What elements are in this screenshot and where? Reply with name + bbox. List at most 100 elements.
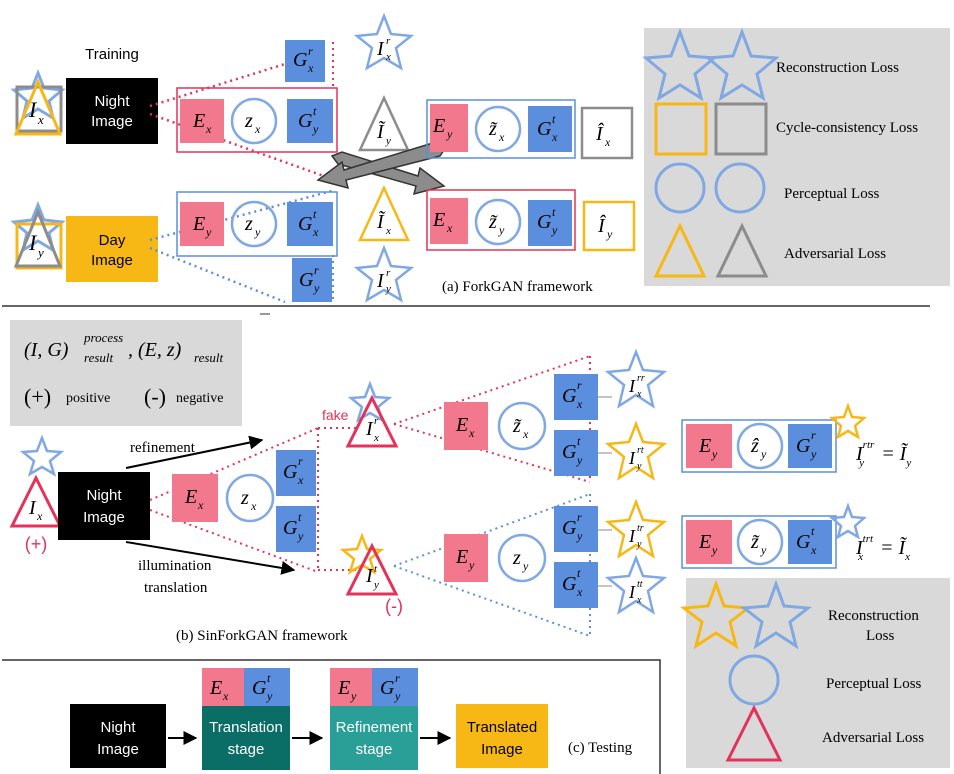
svg-text:G: G — [299, 269, 314, 291]
generator-gry-b2 — [554, 506, 598, 552]
encoder-group-top — [176, 87, 338, 153]
translated-image-box — [456, 704, 548, 768]
iy-square-icon — [15, 222, 63, 270]
fan-line-red-2 — [149, 112, 336, 182]
refinement-stage-box — [330, 706, 418, 770]
svg-text:t: t — [577, 566, 581, 580]
test-generator-gty — [244, 668, 290, 706]
svg-text:G: G — [380, 677, 395, 699]
svg-text:x: x — [576, 585, 583, 599]
svg-text:I: I — [365, 565, 374, 587]
svg-text:y: y — [522, 559, 529, 573]
translated-2: Image — [481, 741, 523, 758]
generator-gtx-cycle — [528, 106, 572, 152]
cycle-group-bottom — [426, 189, 576, 251]
encoder-ex-b — [172, 474, 218, 522]
legend-circle-icon-2 — [714, 162, 766, 214]
iry-star-icon — [353, 244, 415, 303]
svg-text:y: y — [36, 245, 44, 260]
test-encoder-ey — [330, 668, 372, 706]
refine-group-top — [681, 419, 837, 473]
svg-text:y: y — [373, 579, 379, 591]
svg-text:x: x — [604, 135, 611, 149]
testing-night-box — [70, 704, 166, 768]
svg-text:y: y — [711, 543, 718, 557]
svg-text:r: r — [386, 35, 391, 47]
notation-ig: (I, G) — [24, 339, 69, 361]
svg-text:y: y — [551, 223, 558, 237]
legend-square-icon-gray — [714, 102, 768, 156]
svg-text:x: x — [385, 51, 391, 63]
irx-triangle-icon-b — [345, 394, 399, 448]
translation-stage-2: stage — [228, 741, 265, 758]
refinement-stage-2: stage — [356, 741, 393, 758]
latent-tilde-zy-refine — [736, 518, 784, 566]
svg-text:y: y — [576, 529, 583, 543]
svg-text:y: y — [576, 453, 583, 467]
refinement-label: refinement — [130, 440, 196, 456]
encoder-ex-a — [180, 99, 224, 143]
encoder-ey-b2 — [444, 534, 488, 582]
legend-b-triangle-icon — [725, 704, 783, 762]
itt-star-icon — [604, 554, 668, 615]
svg-text:z̃: z̃ — [512, 415, 522, 437]
encoder-ex-b2 — [444, 402, 488, 450]
latent-tilde-zx-b — [497, 401, 547, 451]
legend-b-perceptual: Perceptual Loss — [826, 676, 922, 692]
negative-label: negative — [176, 391, 223, 406]
encoder-ey-refine-2 — [686, 520, 732, 564]
svg-text:E: E — [337, 677, 350, 699]
day-label-a1: Day — [99, 232, 126, 249]
testing-night-1: Night — [100, 719, 136, 736]
svg-text:E: E — [184, 486, 197, 508]
svg-text:G: G — [562, 441, 577, 463]
svg-text:x: x — [222, 689, 229, 703]
panel-a: Training I x Night Image I y Day Image — [10, 12, 950, 304]
svg-text:I: I — [376, 38, 385, 60]
tilde-ix-triangle-icon — [358, 185, 410, 242]
svg-text:x: x — [36, 509, 43, 523]
svg-text:x: x — [385, 225, 391, 237]
svg-text:z̃: z̃ — [750, 531, 760, 553]
generator-gty-b2 — [554, 430, 598, 476]
svg-text:x: x — [307, 61, 314, 75]
iy-star-icon — [10, 200, 66, 254]
svg-text:y: y — [468, 558, 475, 572]
svg-text:y: y — [297, 529, 304, 543]
svg-text:x: x — [576, 397, 583, 411]
svg-text:t: t — [577, 434, 581, 448]
svg-text:t: t — [552, 112, 556, 126]
svg-text:I: I — [628, 376, 636, 396]
svg-text:t: t — [552, 205, 556, 219]
tilde-iy-triangle-icon — [358, 95, 410, 152]
positive-label: positive — [66, 391, 110, 406]
bx-triangle-icon — [9, 474, 63, 528]
generator-gty-a — [287, 99, 333, 143]
generator-grx-b2 — [554, 374, 598, 420]
svg-text:x: x — [498, 130, 505, 144]
svg-text:y: y — [312, 122, 319, 136]
arrow-illumination — [125, 541, 296, 575]
plus-sign: (+) — [24, 384, 51, 409]
notation-result-1: result — [84, 350, 114, 365]
svg-text:tr: tr — [637, 523, 644, 534]
latent-zx-b — [225, 473, 275, 523]
latent-hat-zy — [736, 422, 784, 470]
arrow-refinement — [125, 435, 264, 469]
illumination-label: illumination — [138, 558, 212, 574]
svg-text:y: y — [760, 447, 767, 461]
svg-text:G: G — [283, 461, 298, 483]
svg-text:t: t — [267, 671, 271, 685]
generator-gtx-b2 — [554, 562, 598, 608]
svg-text:y: y — [350, 689, 357, 703]
svg-text:I: I — [628, 448, 636, 468]
irtr-star-icon — [828, 402, 868, 440]
test-generator-gry — [372, 668, 418, 706]
hat-ix-square-icon — [580, 106, 634, 160]
legend-reconstruction-a: Reconstruction Loss — [776, 60, 899, 76]
panel-b: (I, G) process result , (E, z) result (+… — [9, 320, 950, 768]
legend-b-reconstruction-1: Reconstruction — [828, 608, 919, 624]
svg-text:G: G — [562, 385, 577, 407]
